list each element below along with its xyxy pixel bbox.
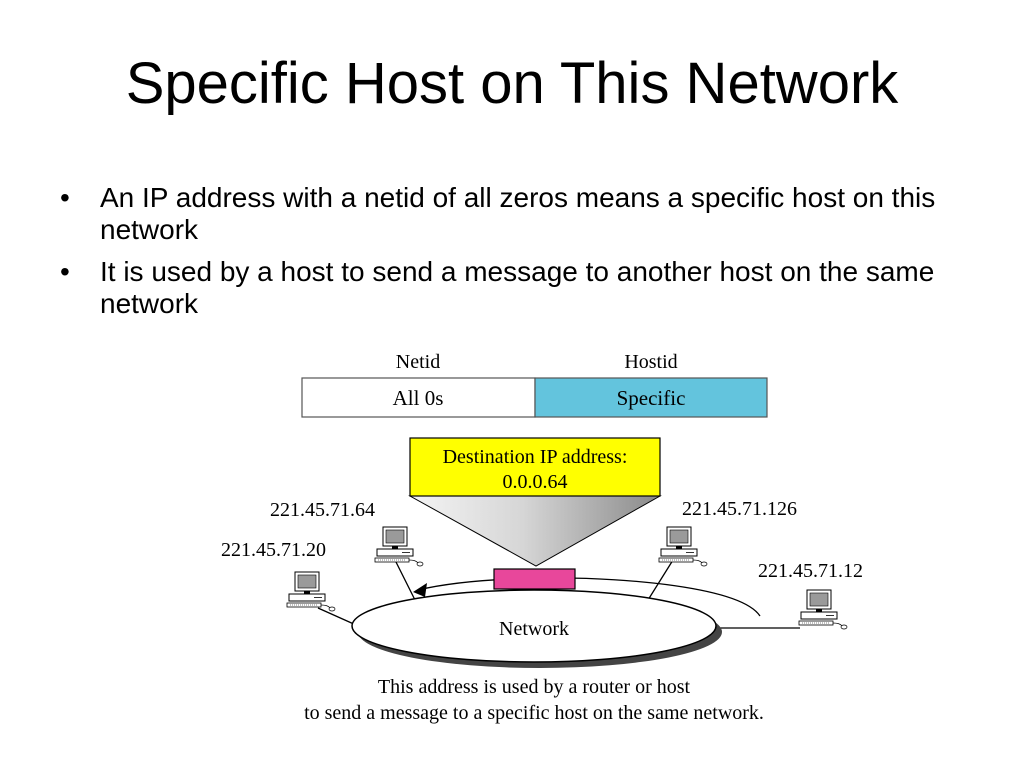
- slide-title: Specific Host on This Network: [125, 51, 899, 116]
- bullet-text: An IP address with a netid of all zeros …: [100, 182, 936, 245]
- bullet-list: • An IP address with a netid of all zero…: [58, 182, 958, 330]
- bullet-item: • An IP address with a netid of all zero…: [58, 182, 958, 246]
- caption-line: This address is used by a router or host: [378, 676, 691, 698]
- link-line: [317, 607, 357, 626]
- computer-icon: [798, 589, 848, 630]
- destination-address: 0.0.0.64: [503, 471, 568, 493]
- projection-cone: [408, 495, 662, 567]
- netid-value: All 0s: [393, 386, 444, 410]
- link-line: [394, 559, 417, 603]
- caption-line: to send a message to a specific host on …: [304, 702, 764, 724]
- bullet-text: It is used by a host to send a message t…: [100, 256, 935, 319]
- hostid-value: Specific: [617, 386, 686, 410]
- bullet-icon: •: [60, 256, 70, 287]
- host-address: 221.45.71.64: [270, 499, 375, 521]
- host-address: 221.45.71.20: [221, 539, 326, 561]
- hostid-label: Hostid: [624, 351, 677, 373]
- computer-icon: [374, 526, 424, 567]
- network-label: Network: [499, 618, 569, 640]
- destination-label: Destination IP address:: [443, 446, 628, 468]
- netid-label: Netid: [396, 351, 440, 373]
- arrow-head-icon: [413, 583, 427, 597]
- netid-field: [301, 377, 536, 418]
- bullet-item: • It is used by a host to send a message…: [58, 256, 958, 320]
- destination-box: [409, 437, 661, 497]
- hostid-field: [534, 377, 768, 418]
- link-line: [647, 559, 674, 601]
- packet: [493, 568, 576, 590]
- network-ellipse: [351, 589, 717, 663]
- bullet-icon: •: [60, 182, 70, 213]
- computer-icon: [286, 571, 336, 612]
- host-address: 221.45.71.126: [682, 498, 797, 520]
- computer-icon: [658, 526, 708, 567]
- host-address: 221.45.71.12: [758, 560, 863, 582]
